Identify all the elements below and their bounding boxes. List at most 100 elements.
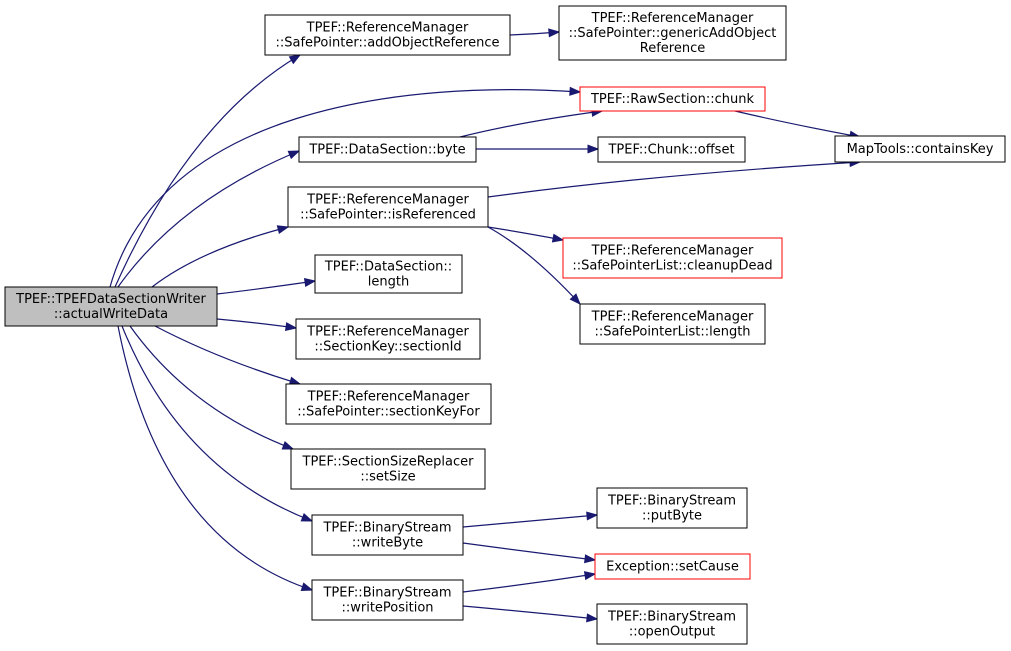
node-box[interactable] [264, 14, 511, 56]
node-label-line: Reference [640, 41, 705, 56]
node-label-line: TPEF::ReferenceManager [306, 325, 469, 340]
edge-root-to-sectionKeyFor [154, 325, 302, 386]
node-label-line: ::SafePointer::addObjectReference [276, 36, 500, 51]
node-label-line: ::setSize [360, 470, 415, 485]
node-label-line: TPEF::ReferenceManager [591, 310, 754, 325]
node-chunkOffset[interactable]: TPEF::Chunk::offset [597, 136, 746, 163]
node-label-line: TPEF::ReferenceManager [306, 21, 469, 36]
node-label-line: TPEF::ReferenceManager [591, 244, 754, 259]
edge-root-to-isRef [151, 225, 290, 288]
node-box[interactable] [4, 286, 218, 327]
node-cleanupDead[interactable]: TPEF::ReferenceManager::SafePointerList:… [562, 237, 783, 279]
arrowhead-icon [300, 512, 314, 522]
arrowhead-icon [276, 225, 290, 235]
node-sectionId[interactable]: TPEF::ReferenceManager::SectionKey::sect… [295, 318, 481, 360]
node-isRef[interactable]: TPEF::ReferenceManager::SafePointer::isR… [287, 186, 489, 228]
node-label-line: TPEF::Chunk::offset [607, 143, 734, 158]
node-containsKey[interactable]: MapTools::containsKey [834, 135, 1006, 163]
node-box[interactable] [579, 86, 766, 112]
arrowhead-icon [583, 571, 597, 581]
node-box[interactable] [314, 254, 463, 294]
edge-isRef-to-splLength [487, 226, 581, 306]
arrowhead-icon [288, 54, 302, 65]
edge-root-to-sectionId [216, 318, 298, 332]
node-label-line: TPEF::SectionSizeReplacer [302, 455, 475, 470]
node-label-line: ::openOutput [629, 625, 715, 640]
node-addObjRef[interactable]: TPEF::ReferenceManager::SafePointer::add… [264, 14, 511, 56]
arrowhead-icon [551, 233, 565, 243]
edge-root-to-setSize [129, 325, 295, 450]
arrowhead-icon [300, 582, 314, 592]
node-box[interactable] [311, 514, 464, 556]
node-box[interactable] [311, 579, 464, 621]
node-label-line: ::SafePointerList::length [594, 325, 750, 340]
edge-root-to-dsByte [117, 150, 301, 288]
node-setCause[interactable]: Exception::setCause [594, 553, 751, 580]
node-label-line: TPEF::BinaryStream [322, 521, 451, 536]
node-label-line: TPEF::ReferenceManager [306, 193, 469, 208]
edge-addObjRef-to-genericAdd [509, 28, 561, 38]
node-writeByte[interactable]: TPEF::BinaryStream::writeByte [311, 514, 464, 556]
edge-isRef-to-cleanupDead [487, 226, 565, 243]
node-box[interactable] [295, 318, 481, 360]
arrowhead-icon [584, 554, 597, 564]
node-box[interactable] [558, 5, 787, 61]
edge-root-to-dsLength [216, 278, 317, 295]
node-label-line: ::putByte [642, 509, 702, 524]
edge-writeByte-to-putByte [462, 511, 599, 528]
arrowhead-icon [303, 278, 317, 287]
node-setSize[interactable]: TPEF::SectionSizeReplacer::setSize [290, 448, 486, 490]
arrowhead-icon [586, 511, 599, 521]
arrowhead-icon [548, 28, 561, 38]
edge-root-to-writeByte [121, 325, 314, 522]
edge-root-to-rawChunk [109, 86, 582, 288]
node-label-line: ::SectionKey::sectionId [314, 340, 461, 355]
node-box[interactable] [298, 136, 477, 163]
node-root[interactable]: TPEF::TPEFDataSectionWriter::actualWrite… [4, 286, 218, 327]
node-genericAdd[interactable]: TPEF::ReferenceManager::SafePointer::gen… [558, 5, 787, 61]
edge-writePosition-to-openOutput [462, 605, 599, 623]
node-label-line: TPEF::DataSection::byte [308, 143, 465, 158]
node-rawChunk[interactable]: TPEF::RawSection::chunk [579, 86, 766, 112]
edge-writePosition-to-setCause [462, 571, 597, 593]
node-label-line: TPEF::TPEFDataSectionWriter [15, 292, 206, 307]
node-label-line: TPEF::BinaryStream [607, 610, 736, 625]
arrowhead-icon [569, 293, 581, 306]
edge-root-to-writePosition [117, 325, 314, 592]
node-box[interactable] [596, 487, 748, 529]
node-box[interactable] [594, 553, 751, 580]
node-label-line: Exception::setCause [606, 560, 739, 575]
node-label-line: length [368, 275, 409, 290]
node-box[interactable] [285, 383, 492, 425]
arrowhead-icon [587, 144, 600, 154]
node-label-line: ::SafePointerList::cleanupDead [572, 259, 772, 274]
node-label-line: TPEF::ReferenceManager [307, 390, 470, 405]
nodes-layer: TPEF::TPEFDataSectionWriter::actualWrite… [4, 5, 1006, 645]
arrowhead-icon [569, 86, 582, 96]
arrowhead-icon [287, 150, 301, 160]
node-label-line: TPEF::ReferenceManager [591, 11, 754, 26]
node-label-line: TPEF::RawSection::chunk [590, 92, 754, 107]
node-label-line: ::SafePointer::sectionKeyFor [297, 405, 480, 420]
node-box[interactable] [597, 136, 746, 163]
edge-isRef-to-containsKey [487, 158, 862, 198]
node-dsLength[interactable]: TPEF::DataSection::length [314, 254, 463, 294]
node-box[interactable] [287, 186, 489, 228]
node-sectionKeyFor[interactable]: TPEF::ReferenceManager::SafePointer::sec… [285, 383, 492, 425]
node-writePosition[interactable]: TPEF::BinaryStream::writePosition [311, 579, 464, 621]
edge-root-to-addObjRef [114, 54, 302, 288]
node-label-line: ::SafePointer::genericAddObject [569, 26, 777, 41]
node-label-line: ::actualWriteData [54, 307, 168, 322]
node-box[interactable] [579, 303, 766, 345]
node-box[interactable] [834, 135, 1006, 163]
node-label-line: ::writePosition [341, 601, 433, 616]
node-splLength[interactable]: TPEF::ReferenceManager::SafePointerList:… [579, 303, 766, 345]
node-openOutput[interactable]: TPEF::BinaryStream::openOutput [596, 603, 748, 645]
node-label-line: TPEF::BinaryStream [607, 494, 736, 509]
node-putByte[interactable]: TPEF::BinaryStream::putByte [596, 487, 748, 529]
node-dsByte[interactable]: TPEF::DataSection::byte [298, 136, 477, 163]
node-box[interactable] [562, 237, 783, 279]
node-box[interactable] [596, 603, 748, 645]
node-box[interactable] [290, 448, 486, 490]
